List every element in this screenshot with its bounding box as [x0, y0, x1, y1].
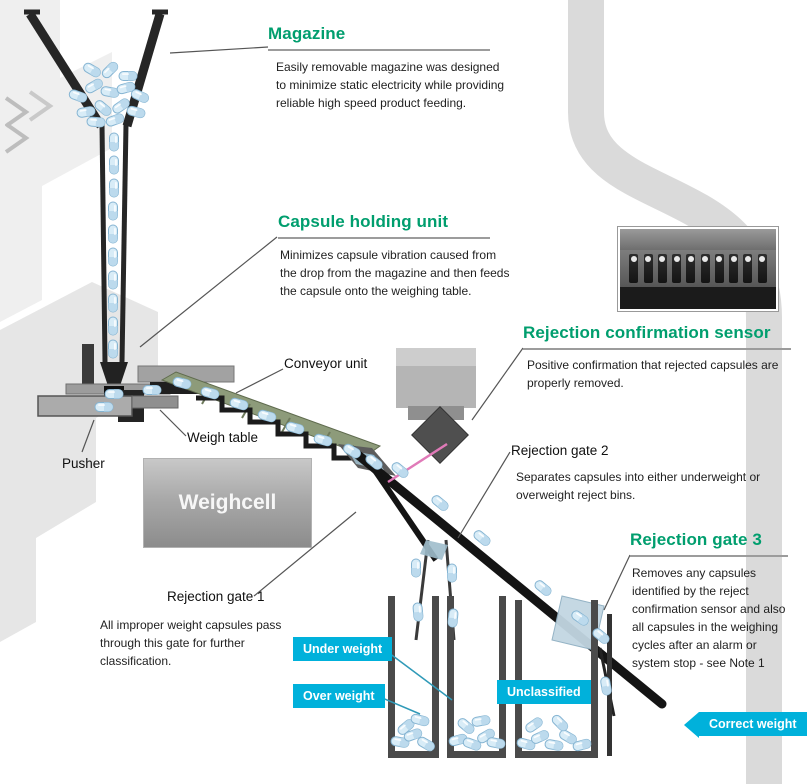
label-conveyor-unit: Conveyor unit	[284, 356, 368, 371]
callout-rejection-gate-3: Rejection gate 3	[630, 530, 788, 557]
label-weigh-table: Weigh table	[187, 430, 259, 445]
callout-capsule-holding-unit-title: Capsule holding unit	[278, 212, 449, 231]
badge-unclassified: Unclassified	[497, 680, 591, 704]
badge-over-weight: Over weight	[293, 684, 385, 708]
callout-rejection-confirmation-sensor-title: Rejection confirmation sensor	[523, 323, 771, 342]
badge-under-weight: Under weight	[293, 637, 393, 661]
photo-bottom-area	[620, 286, 776, 309]
label-rejection-gate-1: Rejection gate 1	[167, 589, 265, 604]
label-pusher: Pusher	[62, 456, 105, 471]
callout-rejection-gate-3-title: Rejection gate 3	[630, 530, 762, 549]
label-rejection-gate-2: Rejection gate 2	[511, 443, 609, 458]
label-weighcell: Weighcell	[178, 491, 277, 514]
photo-capsule-slots	[620, 249, 776, 287]
weighcell-box: Weighcell	[143, 458, 312, 548]
weigh-table-graphic	[131, 395, 179, 409]
callout-capsule-holding-unit-description: Minimizes capsule vibration caused from …	[280, 248, 510, 298]
machine-detail-photo	[617, 226, 779, 312]
photo-top-area	[620, 229, 776, 250]
callout-magazine-description: Easily removable magazine was designed t…	[276, 60, 505, 110]
leader-lines	[81, 46, 631, 715]
callout-magazine: Magazine	[268, 24, 490, 51]
rejection-gate-2-description: Separates capsules into either underweig…	[516, 470, 761, 502]
reject-bins	[388, 596, 598, 758]
callout-rejection-confirmation-sensor-description: Positive confirmation that rejected caps…	[527, 358, 779, 390]
sensor-graphic	[387, 348, 476, 484]
callout-rejection-gate-3-description: Removes any capsules identified by the r…	[632, 566, 786, 670]
rejection-gate-1-description: All improper weight capsules pass throug…	[100, 618, 282, 668]
sensor-laser-beam	[387, 442, 448, 484]
badge-correct-weight: Correct weight	[699, 712, 807, 736]
callout-capsule-holding-unit: Capsule holding unit	[278, 212, 490, 239]
correct-weight-arrow-icon	[684, 712, 699, 738]
machine-detail-photo-image	[620, 229, 776, 309]
callout-rejection-confirmation-sensor: Rejection confirmation sensor	[523, 323, 791, 350]
callout-magazine-title: Magazine	[268, 24, 346, 43]
